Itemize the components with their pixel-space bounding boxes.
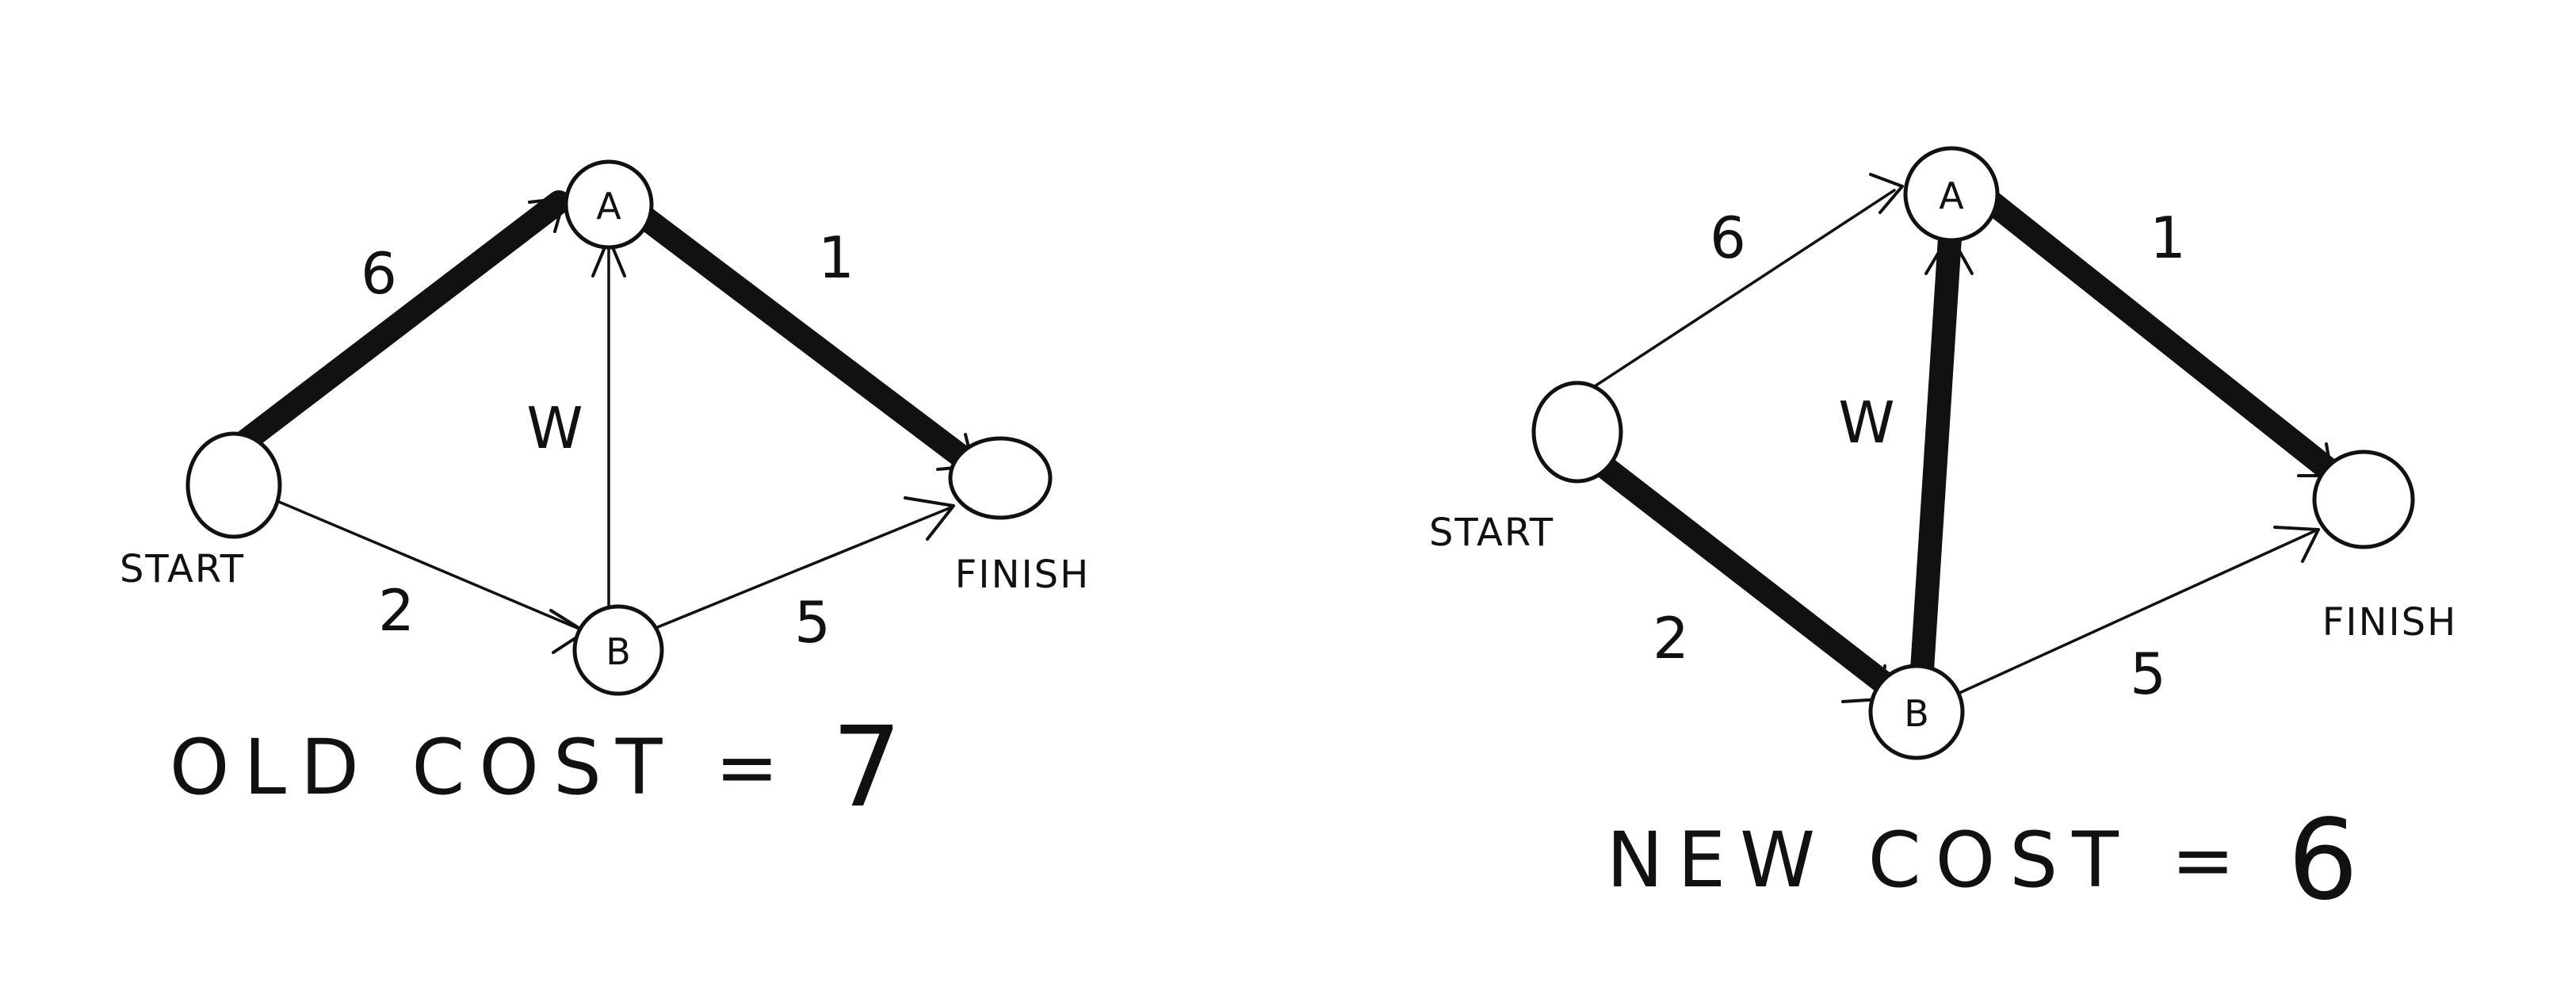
new-arrowhead-b-finish [2273, 526, 2320, 563]
new-edge-b-finish [1956, 530, 2316, 695]
new-weight-b-a: W [1838, 389, 1894, 456]
new-cost: NEW COST = 6 [1607, 796, 2373, 925]
old-cost-label: OLD COST = [170, 723, 793, 812]
new-cost-value: 6 [2287, 796, 2372, 925]
old-edge-a-finish [626, 201, 983, 476]
new-node-b: B [1868, 664, 1965, 760]
old-edge-start-a [230, 190, 571, 456]
new-weight-start-b: 2 [1653, 605, 1689, 672]
new-start-caption: START [1429, 511, 1554, 555]
old-arrowhead-start-a [528, 197, 566, 233]
old-finish-caption: FINISH [955, 553, 1090, 597]
new-node-start [1531, 381, 1623, 484]
new-graph: A B START FINISH 6 1 2 W 5 NEW COST = 6 [1429, 146, 2457, 925]
old-node-finish [948, 436, 1053, 520]
old-cost-value: 7 [831, 703, 916, 832]
new-cost-label: NEW COST = [1607, 816, 2249, 905]
old-node-b: B [572, 604, 664, 696]
old-arrowhead-b-finish [904, 496, 955, 541]
node-label: A [596, 185, 621, 228]
new-edge-start-b [1573, 440, 1894, 694]
old-edge-start-b [272, 498, 584, 632]
new-finish-caption: FINISH [2322, 600, 2457, 645]
new-weight-b-finish: 5 [2130, 641, 2166, 707]
new-edge-start-a [1584, 189, 1896, 394]
node-label: B [1904, 692, 1929, 735]
old-weight-start-a: 6 [361, 240, 397, 307]
old-weight-start-b: 2 [378, 577, 415, 644]
new-edge-b-a [1910, 226, 1962, 682]
new-edge-a-finish [1970, 182, 2338, 480]
old-weight-b-finish: 5 [794, 589, 831, 656]
old-node-a: A [564, 159, 654, 250]
new-arrowhead-start-a [1869, 173, 1904, 214]
old-weight-a-finish: 1 [818, 224, 854, 291]
node-label: A [1939, 174, 1964, 217]
old-node-start [185, 431, 282, 539]
new-node-finish [2312, 450, 2415, 549]
old-edge-b-finish [648, 506, 953, 632]
old-graph: A B START FINISH 6 1 2 W 5 OLD COST = 7 [120, 159, 1090, 832]
old-start-caption: START [120, 547, 245, 591]
new-weight-start-a: 6 [1710, 205, 1746, 271]
new-node-a: A [1903, 146, 2000, 243]
old-cost: OLD COST = 7 [170, 703, 916, 832]
old-weight-b-a: W [526, 395, 583, 461]
node-label: B [606, 630, 631, 673]
new-weight-a-finish: 1 [2150, 205, 2186, 271]
